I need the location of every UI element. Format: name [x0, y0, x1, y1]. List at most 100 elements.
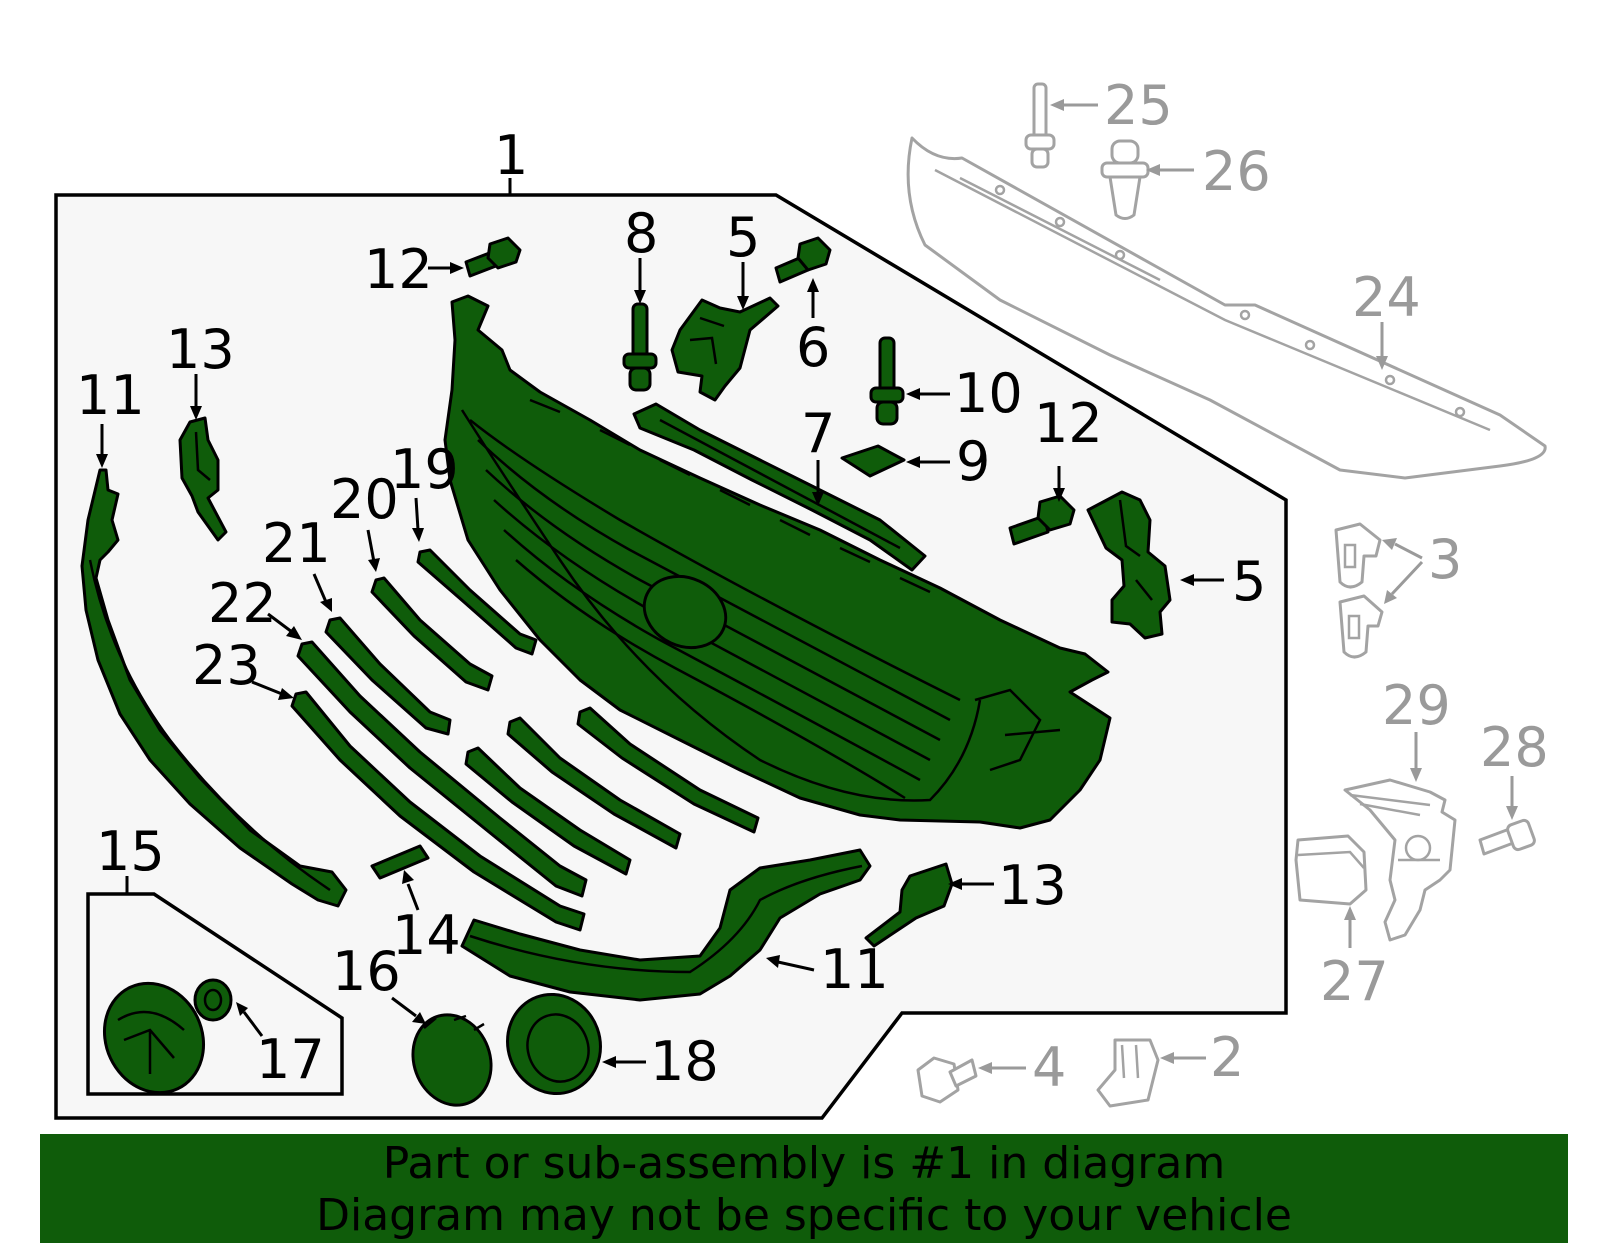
part-4-bolt	[916, 1056, 978, 1104]
callout-11-left: 11	[76, 364, 145, 427]
callout-8: 8	[624, 202, 658, 265]
part-18-ring	[506, 992, 602, 1096]
arrow-27	[1344, 906, 1356, 920]
callout-23: 23	[192, 634, 261, 697]
callout-26: 26	[1202, 140, 1271, 203]
arrow-14	[402, 870, 414, 884]
banner-line-1: Part or sub-assembly is #1 in diagram	[382, 1138, 1226, 1189]
arrow-6	[807, 278, 819, 292]
callout-1: 1	[494, 124, 528, 187]
arrow-8	[634, 290, 646, 304]
callout-2: 2	[1210, 1026, 1244, 1089]
callout-10: 10	[954, 362, 1023, 425]
arrow-29	[1410, 768, 1422, 782]
part-11-molding-lower	[460, 848, 872, 1002]
part-24-shield	[906, 136, 1547, 480]
leader-17	[242, 1011, 264, 1037]
callout-16: 16	[332, 940, 401, 1003]
leader-3	[1390, 542, 1424, 596]
arrow-4	[978, 1062, 992, 1074]
arrow-3a	[1382, 538, 1397, 550]
arrow-22	[286, 626, 302, 640]
callout-29: 29	[1382, 674, 1451, 737]
arrow-24	[1376, 356, 1388, 370]
callout-12-right: 12	[1034, 392, 1103, 455]
lower-strips	[464, 706, 760, 876]
callout-15: 15	[96, 820, 165, 883]
part-9-pad	[840, 444, 906, 478]
callout-9: 9	[956, 430, 990, 493]
leader-22	[267, 612, 293, 634]
callout-27: 27	[1320, 950, 1389, 1013]
part-3-brackets	[1334, 522, 1384, 659]
part-2-clip	[1096, 1038, 1160, 1108]
part-19-strip	[416, 548, 538, 656]
part-10-stud	[869, 336, 905, 426]
arrow-18	[602, 1056, 616, 1068]
arrow-2	[1160, 1052, 1174, 1064]
part-7-strip	[632, 402, 927, 572]
part-11-molding-left	[80, 468, 348, 908]
arrow-5-upper	[737, 296, 749, 310]
leader-21	[312, 573, 328, 603]
callout-28: 28	[1480, 716, 1549, 779]
part-6-bolt	[774, 236, 832, 284]
callout-18: 18	[650, 1030, 719, 1093]
arrow-7	[812, 492, 824, 506]
part-28-bolt	[1478, 818, 1536, 856]
callout-11-lower: 11	[820, 938, 889, 1001]
part-22-strip	[296, 640, 588, 898]
part-17-grommet	[193, 978, 233, 1022]
callout-7: 7	[801, 402, 835, 465]
callout-20: 20	[330, 468, 399, 531]
arrow-25	[1050, 99, 1064, 111]
part-23-strip	[290, 690, 586, 932]
leader-11-lower	[777, 960, 815, 972]
leader-23	[251, 680, 283, 696]
arrow-12-right	[1053, 488, 1065, 502]
callout-21: 21	[262, 512, 331, 575]
arrow-19	[412, 528, 424, 542]
callout-24: 24	[1352, 266, 1421, 329]
callout-6: 6	[796, 316, 830, 379]
callout-17: 17	[256, 1028, 325, 1091]
callout-5-right: 5	[1232, 550, 1266, 613]
leader-19	[414, 497, 420, 531]
part-8-stud	[622, 302, 658, 392]
arrow-12-upper	[450, 262, 464, 274]
leader-16	[391, 996, 417, 1018]
callout-13-lower: 13	[998, 854, 1067, 917]
arrow-11-lower	[766, 955, 780, 968]
part-5-bracket-right	[1086, 490, 1172, 640]
arrow-5-right	[1180, 574, 1194, 586]
part-13-bracket-lower	[864, 862, 954, 948]
arrow-13-upper	[190, 406, 202, 420]
arrow-3b	[1384, 590, 1397, 604]
part-12-bolt-upper	[464, 236, 522, 278]
callout-3: 3	[1428, 528, 1462, 591]
callout-5-upper: 5	[726, 206, 760, 269]
callout-12-upper: 12	[364, 238, 433, 301]
callout-14: 14	[392, 904, 461, 967]
part-13-bracket-upper	[178, 416, 228, 542]
part-14-clip	[370, 844, 430, 880]
part-20-strip	[370, 576, 494, 692]
arrow-17	[236, 1002, 248, 1016]
callout-25: 25	[1104, 74, 1173, 137]
part-21-strip	[324, 616, 452, 736]
callout-22: 22	[208, 572, 277, 635]
disclaimer-banner: Part or sub-assembly is #1 in diagram Di…	[40, 1134, 1568, 1243]
part-15-emblem	[102, 981, 206, 1095]
part-16-cover	[411, 1013, 493, 1107]
arrow-10	[906, 388, 920, 400]
arrow-9	[906, 456, 920, 468]
part-27-sensor	[1294, 834, 1368, 906]
part-1-grille	[443, 294, 1112, 830]
arrow-13-lower	[948, 878, 962, 890]
part-5-bracket-upper	[670, 296, 780, 402]
leader-20	[366, 529, 376, 563]
part-25-pin	[1024, 82, 1056, 169]
part-26-clip	[1100, 139, 1150, 220]
leader-14	[406, 883, 420, 911]
